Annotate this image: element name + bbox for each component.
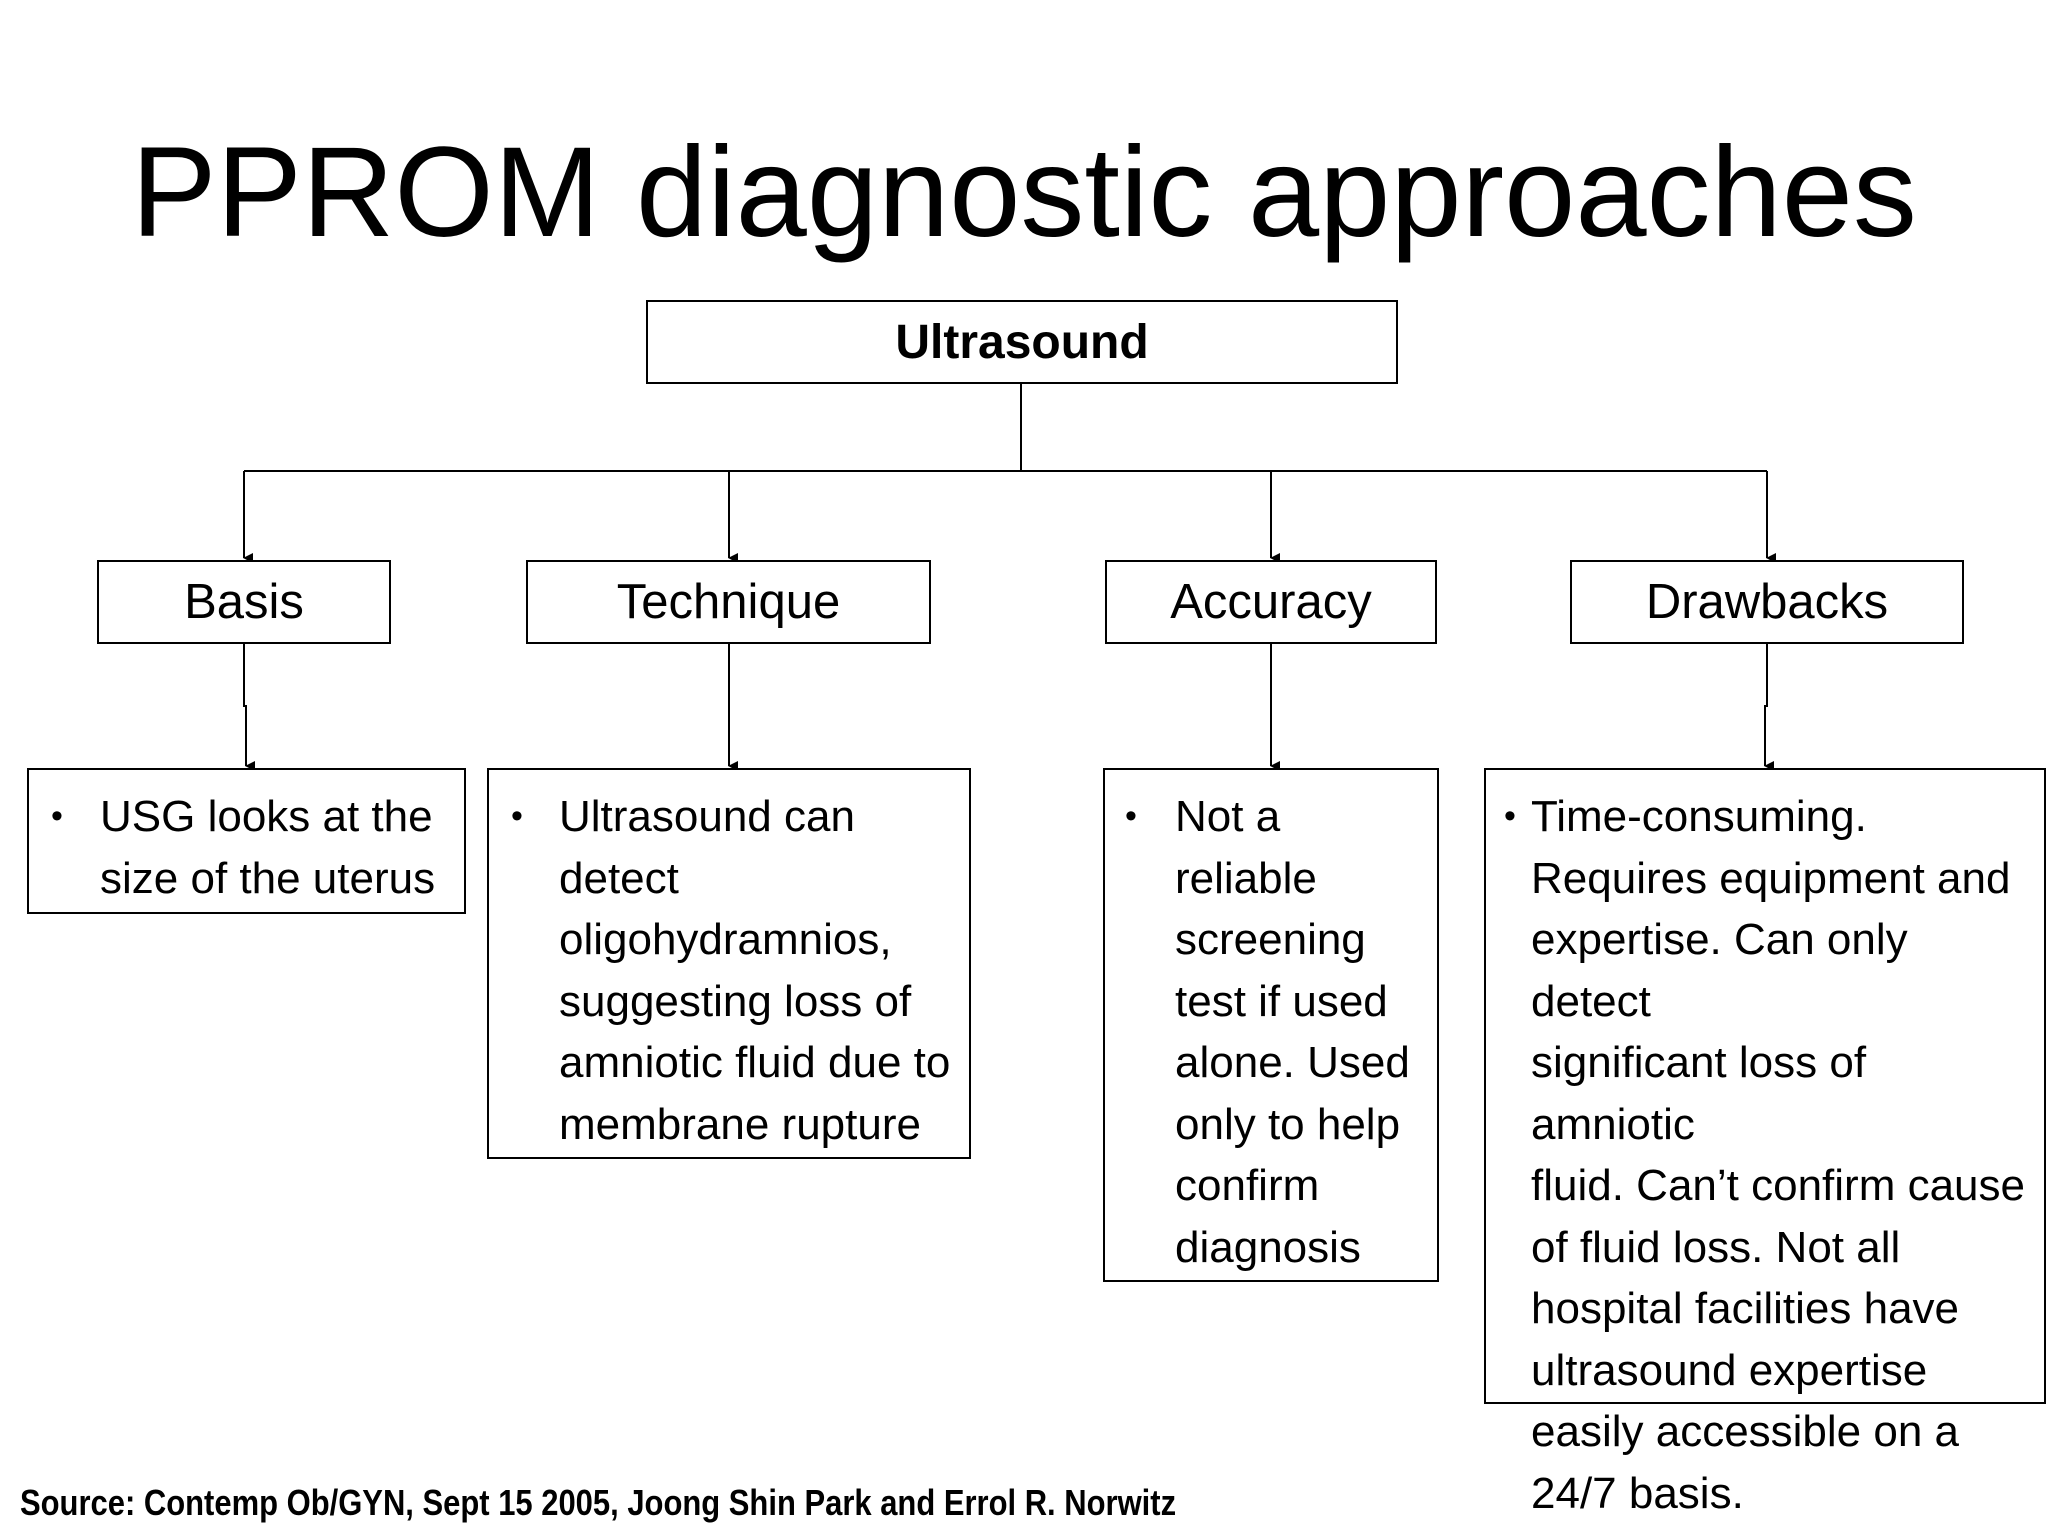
category-node-technique: Technique	[526, 560, 931, 644]
root-node-ultrasound: Ultrasound	[646, 300, 1398, 384]
category-node-basis: Basis	[97, 560, 391, 644]
bullet-glyph: •	[1504, 797, 1516, 835]
arrow-basis-detail	[243, 644, 255, 771]
bullet-glyph: •	[1125, 797, 1137, 835]
detail-text-drawbacks: Time-consuming. Requires equipment and e…	[1531, 792, 2025, 1518]
detail-box-basis: • USG looks at the size of the uterus	[27, 768, 466, 914]
category-label-technique: Technique	[616, 575, 841, 629]
bullet-glyph: •	[51, 797, 63, 835]
detail-text-basis: USG looks at the size of the uterus	[100, 792, 436, 903]
category-label-basis: Basis	[184, 575, 304, 629]
category-label-drawbacks: Drawbacks	[1645, 575, 1889, 629]
slide-title: PPROM diagnostic approaches	[131, 121, 1917, 264]
detail-text-accuracy: Not a reliable screening test if used al…	[1175, 792, 1410, 1272]
category-label-accuracy: Accuracy	[1170, 575, 1372, 629]
arrow-drawbacks-detail	[1764, 644, 1774, 771]
category-node-accuracy: Accuracy	[1105, 560, 1437, 644]
source-citation: Source: Contemp Ob/GYN, Sept 15 2005, Jo…	[20, 1482, 1177, 1523]
detail-box-accuracy: • Not a reliable screening test if used …	[1103, 768, 1439, 1282]
category-node-drawbacks: Drawbacks	[1570, 560, 1964, 644]
detail-box-technique: • Ultrasound can detect oligohydramnios,…	[487, 768, 971, 1159]
bullet-glyph: •	[511, 797, 523, 835]
root-node-label: Ultrasound	[895, 315, 1149, 369]
detail-box-drawbacks: • Time-consuming. Requires equipment and…	[1484, 768, 2046, 1518]
detail-text-technique: Ultrasound can detect oligohydramnios, s…	[559, 792, 951, 1149]
